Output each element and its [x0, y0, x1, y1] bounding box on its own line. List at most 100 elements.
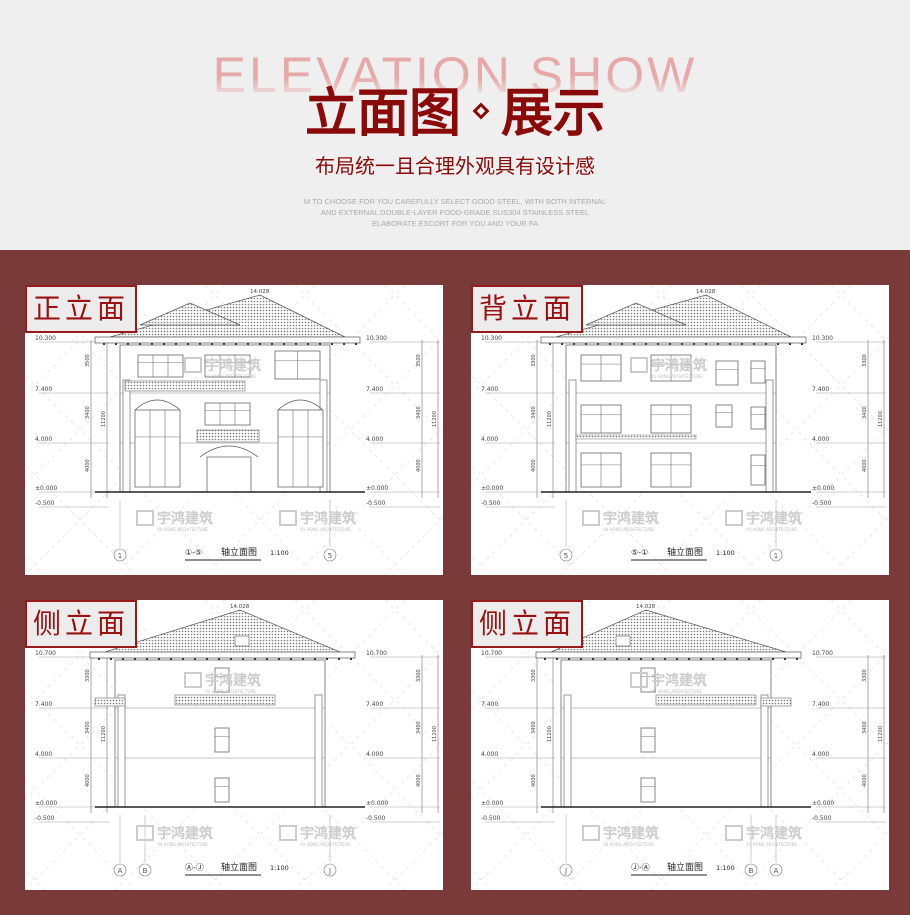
watermark-text: 宇鸿建筑: [603, 825, 659, 842]
dimension-label: 4000: [416, 459, 422, 472]
watermark-logo-icon: [630, 672, 648, 688]
english-line: M TO CHOOSE FOR YOU CAREFULLY SELECT GOO…: [303, 197, 607, 206]
axis-label: 5: [564, 552, 568, 560]
level-label: 4.000: [366, 436, 383, 443]
eave-bracket: [645, 343, 647, 345]
watermark-line: [384, 285, 443, 344]
dimension-label: 11200: [432, 726, 438, 742]
level-label: 4.000: [481, 751, 498, 758]
eave-bracket: [278, 658, 280, 660]
eave-bracket: [705, 343, 707, 345]
eave-bracket: [110, 658, 112, 660]
eave-bracket: [789, 343, 791, 345]
watermark-text: 宇鸿建筑: [651, 672, 707, 689]
level-label: ±0.000: [481, 800, 503, 807]
caption-scale: 1:100: [716, 549, 735, 557]
level-label: 4.000: [366, 751, 383, 758]
dimension-label: 3400: [531, 406, 537, 419]
caption-scale: 1:100: [716, 864, 735, 872]
watermark-subtext: YU HONG ARCHITECTURE: [299, 527, 351, 532]
axis-bubble: [113, 548, 127, 562]
eave-bracket: [175, 343, 177, 345]
axis-bubble: [559, 548, 573, 562]
window: [715, 404, 733, 428]
level-label: -0.500: [366, 815, 386, 822]
elevation-drawing: 10.7007.4004.000±0.000-0.500330034004000…: [25, 600, 443, 890]
level-label: ±0.000: [35, 485, 57, 492]
eave-bracket: [343, 343, 345, 345]
eave-bracket: [271, 343, 273, 345]
level-label: 4.000: [812, 436, 829, 443]
axis-bubble: [744, 863, 758, 877]
watermark-logo-icon: [279, 825, 297, 841]
eave-bracket: [235, 343, 237, 345]
dimension-label: 3500: [416, 354, 422, 367]
watermark-line: [830, 285, 889, 344]
eave-bracket: [724, 658, 726, 660]
column: [314, 694, 323, 808]
eave-bracket: [657, 343, 659, 345]
column: [760, 694, 769, 808]
dimension-label: 3400: [85, 721, 91, 734]
watermark-subtext: YU HONG ARCHITECTURE: [602, 842, 654, 847]
dormer-window: [615, 635, 631, 647]
eave-bracket: [266, 658, 268, 660]
window: [204, 354, 251, 378]
watermark-subtext: YU HONG ARCHITECTURE: [602, 527, 654, 532]
caption-title: 轴立面图: [221, 861, 257, 873]
level-label: ±0.000: [481, 485, 503, 492]
eave-bracket: [741, 343, 743, 345]
eave-bracket: [254, 658, 256, 660]
watermark-logo-icon: [136, 510, 154, 526]
eave: [540, 336, 807, 344]
side-canopy: [94, 697, 126, 707]
ridge-elevation: 14.028: [636, 604, 656, 610]
eave-bracket: [103, 343, 105, 345]
english-text: M TO CHOOSE FOR YOU CAREFULLY SELECT GOO…: [0, 196, 910, 229]
level-label: ±0.000: [35, 800, 57, 807]
axis-bubble: [559, 863, 573, 877]
watermark-subtext: YU HONG ARCHITECTURE: [745, 842, 797, 847]
eave-bracket: [616, 658, 618, 660]
level-label: -0.500: [366, 500, 386, 507]
watermark-text: 宇鸿建筑: [651, 357, 707, 374]
roof: [104, 609, 341, 653]
dimension-label: 3300: [416, 669, 422, 682]
eave-bracket: [230, 658, 232, 660]
dimension-label: 3300: [531, 669, 537, 682]
axis-label: A: [774, 867, 779, 875]
eave-bracket: [355, 343, 357, 345]
roof: [550, 609, 787, 653]
eave-bracket: [283, 343, 285, 345]
eave-bracket: [206, 658, 208, 660]
axis-label: 5: [328, 552, 332, 560]
caption-title: 轴立面图: [221, 546, 257, 558]
eave-bracket: [127, 343, 129, 345]
eave-bracket: [302, 658, 304, 660]
level-label: -0.500: [481, 500, 501, 507]
facade-wall: [560, 659, 772, 808]
eave-bracket: [139, 343, 141, 345]
eave-bracket: [218, 658, 220, 660]
dimension-label: 3400: [531, 721, 537, 734]
watermark-text: 宇鸿建筑: [746, 825, 802, 842]
eave-bracket: [158, 658, 160, 660]
level-label: 7.400: [481, 386, 498, 393]
window: [640, 777, 656, 803]
column: [568, 379, 577, 493]
watermark-text: 宇鸿建筑: [300, 510, 356, 527]
eave-bracket: [544, 658, 546, 660]
eave-bracket: [628, 658, 630, 660]
caption-axes: ⑤-①: [631, 548, 648, 557]
level-label: ±0.000: [812, 800, 834, 807]
eave-bracket: [259, 343, 261, 345]
watermark-text: 宇鸿建筑: [746, 510, 802, 527]
eave-bracket: [604, 658, 606, 660]
dimension-label: 4000: [85, 459, 91, 472]
entrance-door: [206, 456, 252, 493]
eave-bracket: [163, 343, 165, 345]
terrace-railing: [174, 694, 276, 706]
axis-bubble: [769, 863, 783, 877]
